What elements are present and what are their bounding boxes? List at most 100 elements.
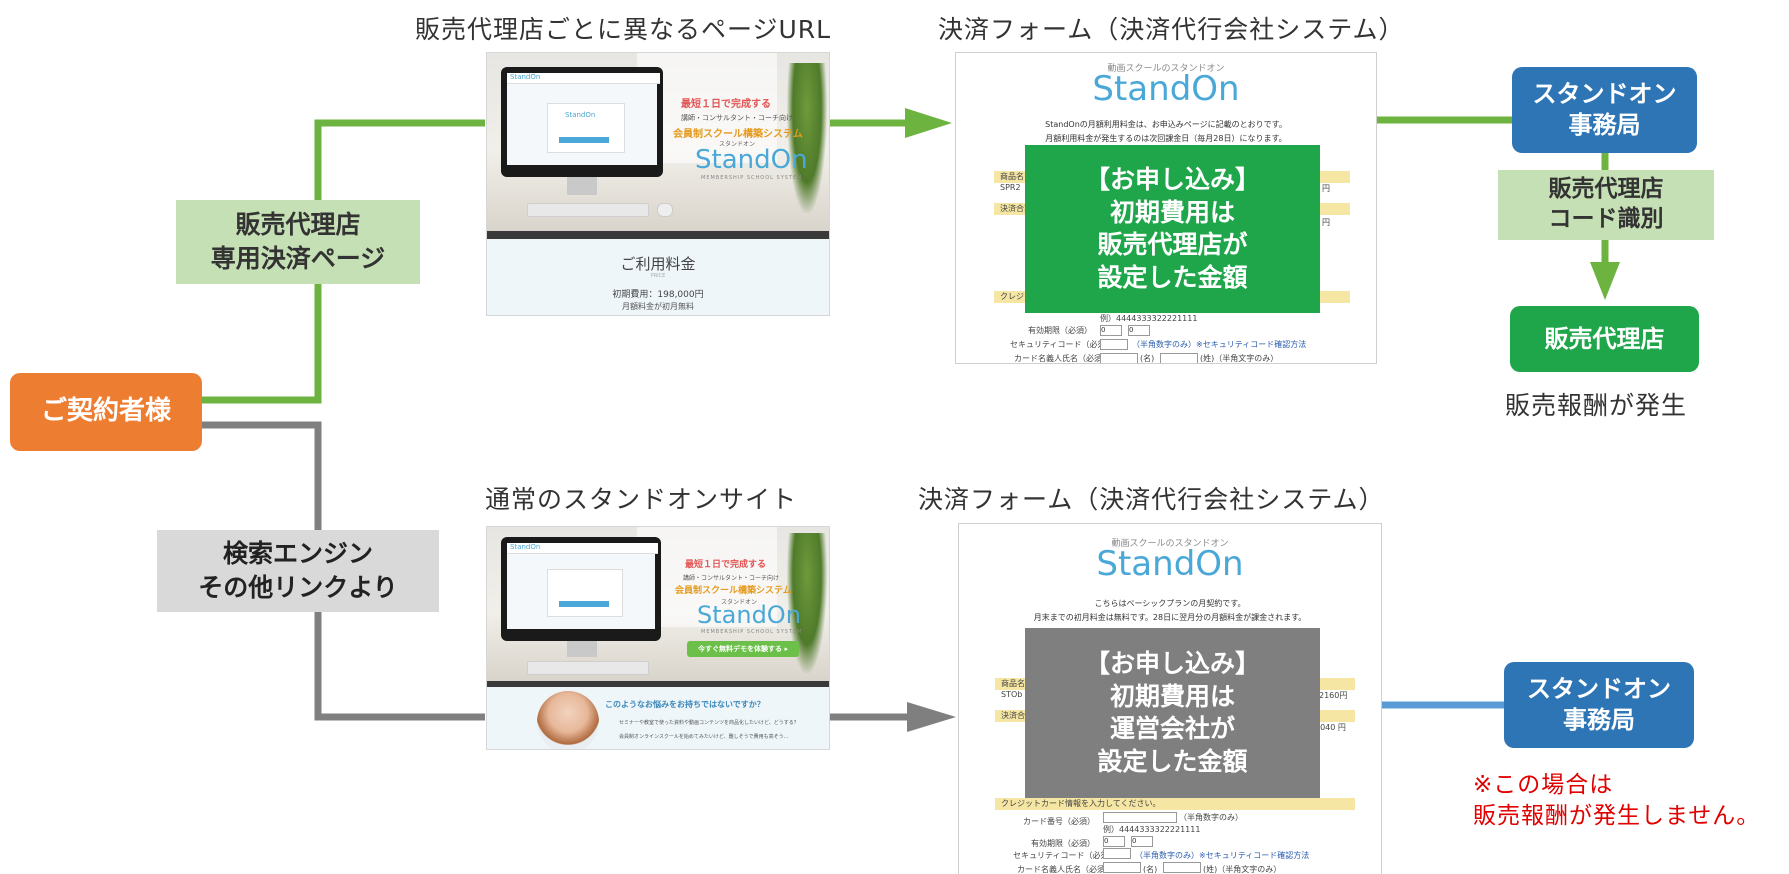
dark-bar: [487, 681, 829, 687]
sec-note: （半角数字のみ）※セキュリティコード確認方法: [1132, 340, 1307, 349]
keyboard: [527, 661, 649, 675]
product-amount: 円: [1322, 184, 1330, 193]
exp-year-select[interactable]: 0: [1128, 325, 1150, 336]
avatar: [537, 691, 599, 749]
name-last-note: (姓)（半角文字のみ）: [1203, 865, 1282, 874]
sec-input[interactable]: [1103, 848, 1131, 859]
bottom-site-screenshot: StandOn 最短１日で完成する 講師・コンサルタント・コーチ向け 会員制スク…: [486, 526, 830, 750]
hero-small: 最短１日で完成する: [685, 560, 767, 570]
name-last-note: (姓)（半角文字のみ）: [1200, 354, 1279, 363]
product-code: STOb: [1001, 690, 1023, 699]
price-en: PRICE: [650, 273, 666, 279]
product-code: SPR2: [1000, 183, 1021, 192]
price-line: 初期費用：198,000円: [612, 290, 704, 300]
monitor: StandOn: [501, 537, 661, 641]
name-first-note: (名): [1140, 354, 1155, 363]
agency-box: 販売代理店: [1510, 306, 1699, 372]
mouse: [657, 203, 673, 217]
top-site-hero: StandOn StandOn 最短１日で完成する 講師・コンサルタント・コーチ…: [487, 53, 829, 231]
form-line1: StandOnの月額利用料金は、お申込みページに記載のとおりです。: [1045, 120, 1287, 129]
bottom-page-caption: 通常のスタンドオンサイト: [485, 485, 798, 514]
name-label: カード名義人氏名（必須）: [1017, 865, 1113, 874]
form-line1: こちらはベーシックプランの月契約です。: [1094, 599, 1246, 608]
settle-amount: 1040 円: [1315, 723, 1346, 732]
top-form-caption: 決済フォーム（決済代行会社システム）: [938, 15, 1405, 44]
bottom-left-label: 検索エンジン その他リンクより: [157, 530, 439, 612]
office-to-agency-arrow-head: [1590, 262, 1620, 300]
screen-panel: [547, 569, 623, 617]
hero-sub: MEMBERSHIP SCHOOL SYSTEM: [701, 175, 803, 181]
hero-main: 会員制スクール構築システム: [673, 129, 803, 140]
name-last-input[interactable]: [1163, 862, 1201, 873]
name-last-input[interactable]: [1160, 353, 1198, 363]
monitor-stand: [567, 641, 597, 657]
price-title: ご利用料金: [620, 255, 696, 273]
top-form-overlay: 【お申し込み】 初期費用は 販売代理店が 設定した金額: [1025, 145, 1320, 313]
card-no-label: カード番号（必須）: [1023, 817, 1095, 826]
bottom-office-box: スタンドオン 事務局: [1504, 662, 1694, 748]
name-label: カード名義人氏名（必須）: [1014, 354, 1110, 363]
exp-month-select[interactable]: 0: [1103, 836, 1125, 847]
card-no-note: （半角数字のみ）: [1179, 813, 1243, 822]
card-header: クレジットカード情報を入力してください。: [1001, 799, 1161, 808]
form-line2: 月末までの初月料金は無料です。28日に翌月分の月額料金が課金されます。: [1033, 613, 1307, 622]
card-example: 例）4444333322221111: [1100, 314, 1198, 323]
monitor-screen: StandOn: [507, 543, 658, 629]
dark-bar: [487, 231, 829, 239]
bottom-form-caption: 決済フォーム（決済代行会社システム）: [918, 485, 1385, 514]
sec-input[interactable]: [1100, 339, 1128, 350]
card-header: クレジット: [1000, 292, 1040, 301]
question: このようなお悩みをお持ちではないですか？: [605, 700, 765, 709]
settle-amount: 円: [1322, 218, 1330, 227]
top-office-box: スタンドオン 事務局: [1512, 67, 1697, 153]
item1: セミナーや教室で使った資料や動画コンテンツを商品化したいけど、どうする？: [619, 720, 799, 726]
exp-label: 有効期限（必須）: [1028, 326, 1092, 335]
monitor: StandOn StandOn: [501, 67, 663, 177]
exp-year-select[interactable]: 0: [1131, 836, 1153, 847]
price-section: ご利用料金 PRICE 初期費用：198,000円 月額料金が初月無料: [487, 239, 829, 315]
exp-month-select[interactable]: 0: [1100, 325, 1122, 336]
contractor-box: ご契約者様: [10, 373, 202, 451]
product-label: 商品名: [1000, 172, 1024, 181]
top-left-label: 販売代理店 専用決済ページ: [176, 200, 420, 284]
hero-main: 会員制スクール構築システム: [675, 586, 792, 596]
form-logo: StandOn: [1092, 69, 1240, 109]
plant: [787, 63, 827, 213]
form-tagline: 動画スクールのスタンドオン: [1107, 64, 1225, 74]
hero-kana: スタンドオン: [721, 599, 758, 606]
price-line2: 月額料金が初月無料: [622, 302, 694, 311]
hero-mid: 講師・コンサルタント・コーチ向け: [681, 114, 793, 122]
screen-panel-btn: [559, 601, 609, 607]
card-example: 例）4444333322221111: [1103, 825, 1201, 834]
hero-logo: StandOn: [697, 601, 801, 629]
cta-button[interactable]: 今すぐ無料デモを体験する ▸: [687, 641, 799, 657]
item2: 会員制オンラインスクールを始めてみたいけど、難しそうで費用も高そう…: [619, 734, 789, 740]
name-first-input[interactable]: [1103, 862, 1141, 873]
agency-code-label: 販売代理店 コード識別: [1498, 170, 1714, 240]
form-logo: StandOn: [1096, 544, 1244, 584]
problems-section: このようなお悩みをお持ちではないですか？ セミナーや教室で使った資料や動画コンテ…: [487, 687, 829, 749]
product-label: 商品名: [1001, 679, 1025, 688]
top-site-screenshot: StandOn StandOn 最短１日で完成する 講師・コンサルタント・コーチ…: [486, 52, 830, 316]
monitor-screen: StandOn StandOn: [507, 73, 660, 165]
form-tagline: 動画スクールのスタンドオン: [1111, 539, 1229, 549]
hero-sub: MEMBERSHIP SCHOOL SYSTEM: [701, 629, 803, 635]
screen-panel-btn: [559, 137, 609, 143]
screen-header: StandOn: [507, 543, 658, 554]
card-bar: [995, 798, 1355, 810]
settle-label: 決済合計: [1000, 204, 1032, 213]
top-page-caption: 販売代理店ごとに異なるページURL: [415, 15, 832, 44]
bottom-site-hero: StandOn 最短１日で完成する 講師・コンサルタント・コーチ向け 会員制スク…: [487, 527, 829, 681]
hero-kana: スタンドオン: [719, 141, 756, 148]
bottom-arrow-head: [907, 702, 956, 732]
screen-header: StandOn: [507, 73, 660, 84]
name-first-input[interactable]: [1100, 353, 1138, 363]
screen-panel-title: StandOn: [565, 111, 596, 119]
form-line2: 月額利用料金が発生するのは次回課金日（毎月28日）になります。: [1045, 134, 1287, 143]
screen-panel: [547, 103, 625, 153]
card-no-input[interactable]: [1103, 812, 1177, 823]
no-reward-note: ※この場合は 販売報酬が発生しません。: [1473, 772, 1761, 830]
name-first-note: (名): [1143, 865, 1158, 874]
keyboard: [527, 203, 649, 217]
hero-mid: 講師・コンサルタント・コーチ向け: [683, 575, 780, 582]
